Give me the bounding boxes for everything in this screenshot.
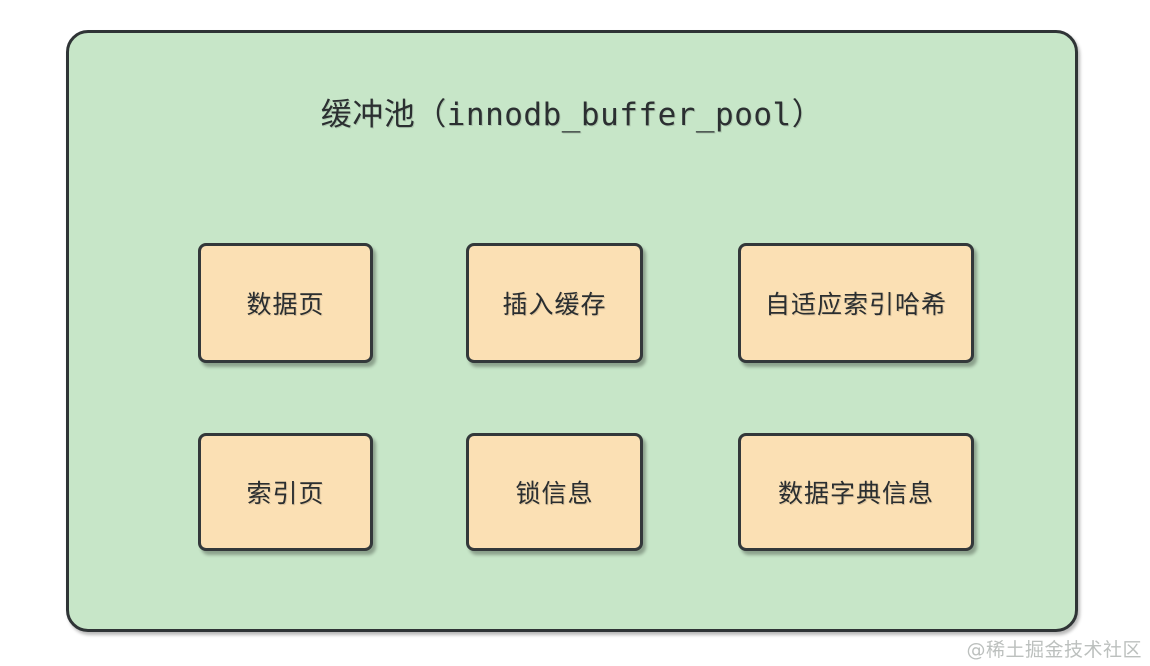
component-box-index-page: 索引页: [198, 433, 373, 551]
component-box-adaptive-hash: 自适应索引哈希: [738, 243, 974, 363]
component-box-data-page: 数据页: [198, 243, 373, 363]
page-title-code: innodb_buffer_pool: [446, 97, 792, 133]
component-box-lock-info: 锁信息: [466, 433, 643, 551]
component-label: 数据页: [246, 290, 325, 319]
page-title-close: ）: [791, 97, 824, 133]
page-title: 缓冲池（innodb_buffer_pool）: [69, 95, 1075, 135]
component-label: 插入缓存: [502, 290, 607, 319]
component-label: 索引页: [246, 479, 325, 508]
page-title-cn: 缓冲池（: [320, 97, 447, 133]
component-box-dict-info: 数据字典信息: [738, 433, 974, 551]
component-label: 锁信息: [515, 479, 594, 508]
component-box-insert-buffer: 插入缓存: [466, 243, 643, 363]
component-grid: 数据页 插入缓存 自适应索引哈希 索引页 锁信息 数据字典信息: [69, 33, 1075, 629]
component-label: 数据字典信息: [777, 479, 934, 508]
component-label: 自适应索引哈希: [764, 290, 947, 319]
watermark: @稀土掘金技术社区: [966, 639, 1142, 661]
buffer-pool-container: 缓冲池（innodb_buffer_pool） 数据页 插入缓存 自适应索引哈希…: [66, 30, 1078, 632]
